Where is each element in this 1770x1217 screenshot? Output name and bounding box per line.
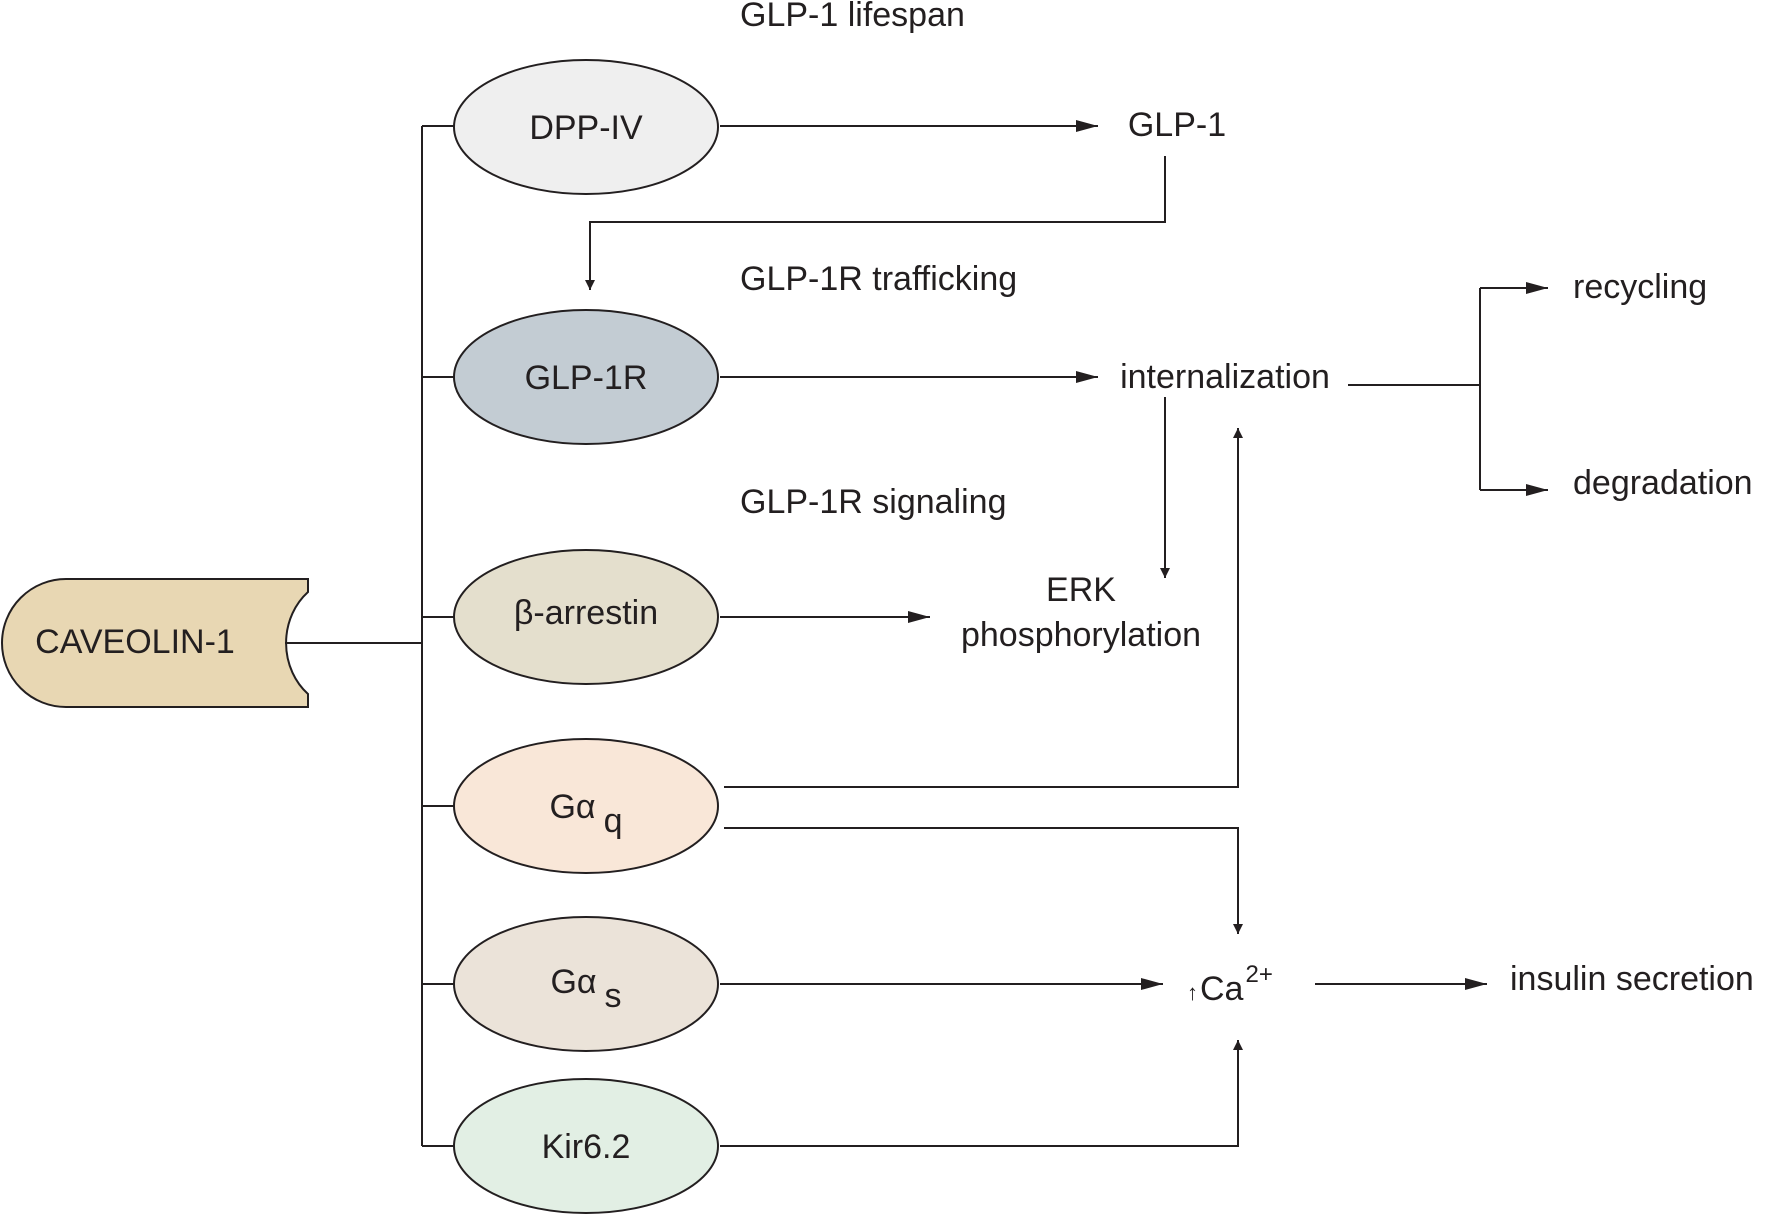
kir-ellipse [453,1078,719,1214]
gas-label-base: Gα [550,963,596,1001]
glp1r-node: GLP-1R [453,309,719,445]
gaq-label-sub: q [604,802,623,840]
internalization-label: internalization [1120,358,1330,396]
calcium-up-arrow: ↑ [1187,980,1198,1005]
barr-label: β-arrestin [514,594,658,632]
gaq-label-base: Gα [549,788,595,826]
kir-node: Kir6.2 [453,1078,719,1214]
calcium-sup: 2+ [1245,961,1272,988]
degradation-label: degradation [1573,464,1753,502]
caveolin-1-node: CAVEOLIN-1 [1,578,309,708]
dppiv-ellipse [453,59,719,195]
arrow-glp1-glp1r [585,156,1166,290]
gas-label-sub: s [605,977,622,1015]
dppiv-label: DPP-IV [529,109,643,147]
gas-ellipse [453,916,719,1052]
section-lifespan: GLP-1 lifespan [740,0,965,34]
insulin-label: insulin secretion [1510,960,1754,998]
glp1-label: GLP-1 [1128,106,1226,144]
recycling-label: recycling [1573,268,1707,306]
section-signaling: GLP-1R signaling [740,483,1006,521]
erk-label-line1: ERK [1046,571,1116,609]
dppiv-node: DPP-IV [453,59,719,195]
section-trafficking: GLP-1R trafficking [740,260,1017,298]
caveolin-1-shape [1,578,309,708]
gaq-ellipse [453,738,719,874]
arrow-gaq-internalization [724,428,1243,788]
arrow-kir-calcium [720,1040,1243,1147]
glp1r-label: GLP-1R [525,359,648,397]
glp1r-ellipse [453,309,719,445]
arrow-gaq-calcium [724,827,1243,934]
calcium-base: Ca [1200,970,1244,1008]
arrows [585,120,1548,1147]
calcium-label: ↑Ca2+ [1187,961,1273,1008]
erk-label-line2: phosphorylation [961,616,1201,654]
caveolin-1-label: CAVEOLIN-1 [35,623,235,661]
kir-label: Kir6.2 [542,1128,631,1166]
barr-ellipse [453,549,719,685]
barr-node: β-arrestin [453,549,719,685]
